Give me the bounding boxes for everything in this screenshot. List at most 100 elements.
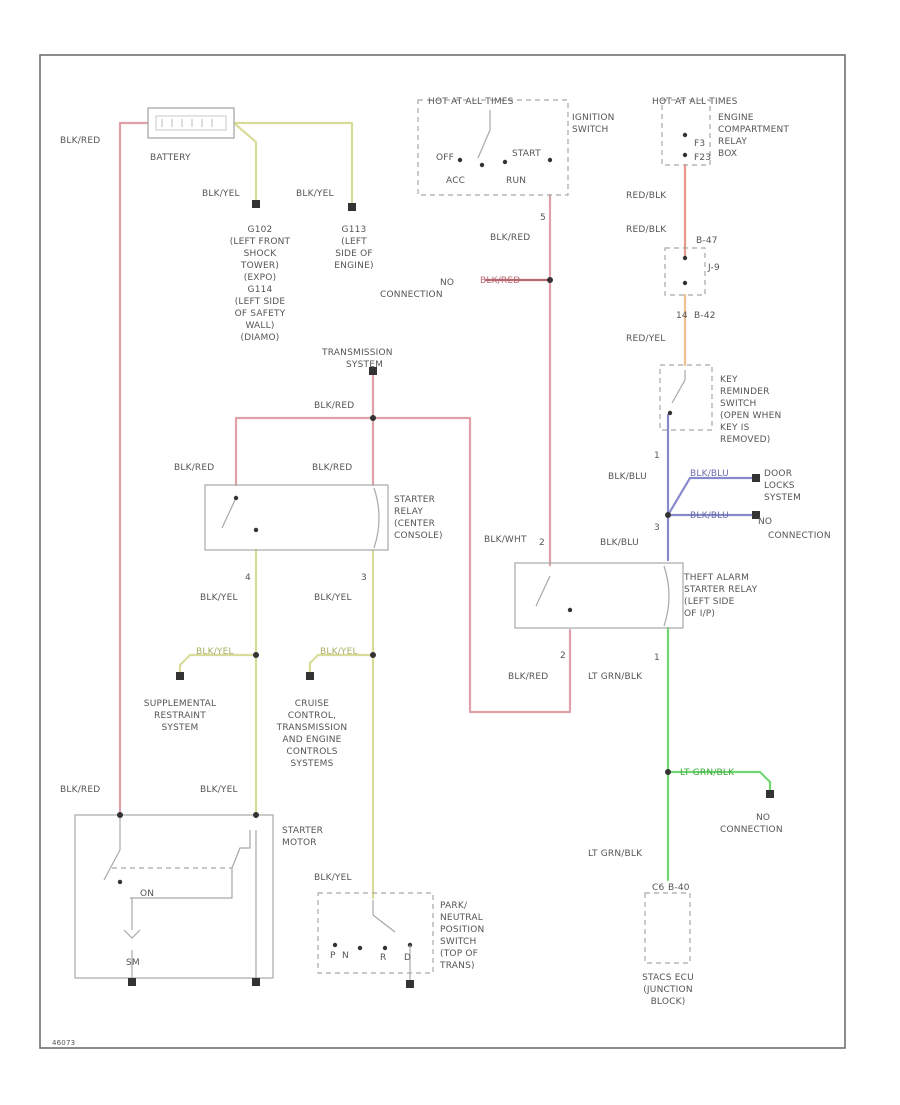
pin-label: 3: [654, 523, 660, 533]
transmission-system-label-2: SYSTEM: [346, 360, 383, 370]
wire-label: BLK/RED: [490, 233, 530, 243]
g113-line: (LEFT: [341, 237, 367, 247]
pin-label: 1: [654, 451, 660, 461]
srs-line: RESTRAINT: [154, 711, 206, 721]
g102-line: SHOCK: [244, 249, 278, 259]
pn-d-label: D: [404, 953, 411, 963]
cruise-control-label: CRUISE CONTROL, TRANSMISSION AND ENGINE …: [276, 699, 348, 769]
ignition-switch-label-2: SWITCH: [572, 125, 609, 135]
no-connection-3-label-a: NO: [756, 813, 770, 823]
sr-line: CONSOLE): [394, 531, 443, 541]
tar-line: THEFT ALARM: [683, 573, 749, 583]
no-connection-2-label-a: NO: [758, 517, 772, 527]
g102-line: (DIAMO): [240, 333, 279, 343]
wire-blk-yel-ground-a: [232, 121, 258, 202]
junction-j9-icon: [664, 247, 706, 296]
cc-line: CRUISE: [295, 699, 329, 709]
wire-label: BLK/WHT: [484, 535, 527, 545]
g102-line: TOWER): [240, 261, 279, 271]
starter-relay-icon: [204, 484, 389, 551]
wire-label: LT GRN/BLK: [588, 849, 643, 859]
wire-label: BLK/YEL: [200, 593, 238, 603]
wire-label: BLK/BLU: [608, 472, 647, 482]
wire-label: BLK/YEL: [314, 593, 352, 603]
ground-icon-pn: [406, 980, 414, 988]
wire-label: BLK/RED: [312, 463, 352, 473]
ground-icon-g102: [252, 200, 260, 208]
pin-numbers: 5 4 3 14 1 2 3 1 2 C6 B-40: [245, 213, 690, 893]
no-connection-1-label-a: NO: [440, 278, 454, 288]
wire-label: RED/YEL: [626, 334, 666, 344]
terminal-icon-transmission: [369, 367, 377, 375]
pin-label: 5: [540, 213, 546, 223]
g102-line: G114: [248, 285, 273, 295]
relay-box-label-1: ENGINE: [718, 113, 754, 123]
park-neutral-switch-label: PARK/ NEUTRAL POSITION SWITCH (TOP OF TR…: [439, 901, 484, 971]
wire-label: BLK/BLU: [690, 469, 729, 479]
junction-j9-label: J-9: [707, 263, 720, 273]
g102-line: WALL): [245, 321, 274, 331]
no-connection-3-label-b: CONNECTION: [720, 825, 783, 835]
g102-line: (EXPO): [244, 273, 277, 283]
g113-line: ENGINE): [334, 261, 373, 271]
door-line: DOOR: [764, 469, 792, 479]
pn-line: (TOP OF: [440, 949, 478, 959]
wire-label: LT GRN/BLK: [680, 768, 735, 778]
cc-line: SYSTEMS: [291, 759, 334, 769]
key-reminder-switch-icon: [659, 364, 713, 431]
ignition-switch-label-1: IGNITION: [572, 113, 615, 123]
park-neutral-position-switch-icon: [317, 892, 434, 980]
wire-blk-red-relay-top: [234, 416, 572, 714]
key-line: KEY IS: [720, 423, 750, 433]
sr-line: STARTER: [394, 495, 435, 505]
key-line: KEY: [720, 375, 738, 385]
pn-line: POSITION: [440, 925, 484, 935]
ground-icon-srs: [176, 672, 184, 680]
engine-compartment-relay-box-icon: [661, 99, 711, 166]
ign-run-label: RUN: [506, 176, 526, 186]
wire-label: BLK/YEL: [202, 189, 240, 199]
terminal-icon-nc2: [752, 511, 760, 519]
stacs-ecu-label: STACS ECU (JUNCTION BLOCK): [642, 973, 694, 1007]
ground-icon-motor-right: [252, 978, 260, 986]
ground-icon-g113: [348, 203, 356, 211]
g102-line: OF SAFETY: [235, 309, 286, 319]
tar-line: OF I/P): [684, 609, 715, 619]
hot-at-all-times-left-label: HOT AT ALL TIMES: [428, 97, 514, 107]
tar-line: (LEFT SIDE: [684, 597, 735, 607]
key-line: REMINDER: [720, 387, 770, 397]
pin-label: 2: [539, 538, 545, 548]
door-line: SYSTEM: [764, 493, 801, 503]
ground-icon-motor-left: [128, 978, 136, 986]
relay-box-label-3: RELAY: [718, 137, 747, 147]
fuse-f3-label: F3: [694, 139, 705, 149]
wire-label: BLK/RED: [314, 401, 354, 411]
wire-blk-red-battery-to-starter: [118, 121, 150, 817]
splice-dots: [117, 277, 671, 818]
ground-icon-cruise: [306, 672, 314, 680]
diagram-border: [39, 54, 846, 1049]
wire-label: BLK/RED: [60, 136, 100, 146]
starter-motor-label-1: STARTER: [282, 826, 323, 836]
relay-box-label-4: BOX: [718, 149, 737, 159]
pn-line: SWITCH: [440, 937, 477, 947]
pin-label: B-40: [668, 883, 690, 893]
theft-alarm-starter-relay-icon: [514, 562, 684, 629]
g102-line: G102: [248, 225, 273, 235]
wire-blk-blu-door-locks: [666, 476, 754, 517]
pin-label: 4: [245, 573, 251, 583]
wire-color-labels: BLK/RED BLK/YEL BLK/YEL BLK/RED BLK/RED …: [60, 136, 735, 883]
fuse-f23-label: F23: [694, 153, 711, 163]
g113-line: G113: [342, 225, 367, 235]
wire-label: BLK/RED: [480, 276, 520, 286]
pin-label: 1: [654, 653, 660, 663]
sr-line: (CENTER: [394, 519, 435, 529]
pn-n-label: N: [342, 951, 349, 961]
wire-blk-yel-cruise: [308, 653, 375, 674]
supplemental-restraint-label: SUPPLEMENTAL RESTRAINT SYSTEM: [144, 699, 216, 733]
transmission-system-label-1: TRANSMISSION: [321, 348, 393, 358]
door-line: LOCKS: [764, 481, 795, 491]
battery-label: BATTERY: [150, 153, 191, 163]
wire-label: BLK/RED: [508, 672, 548, 682]
